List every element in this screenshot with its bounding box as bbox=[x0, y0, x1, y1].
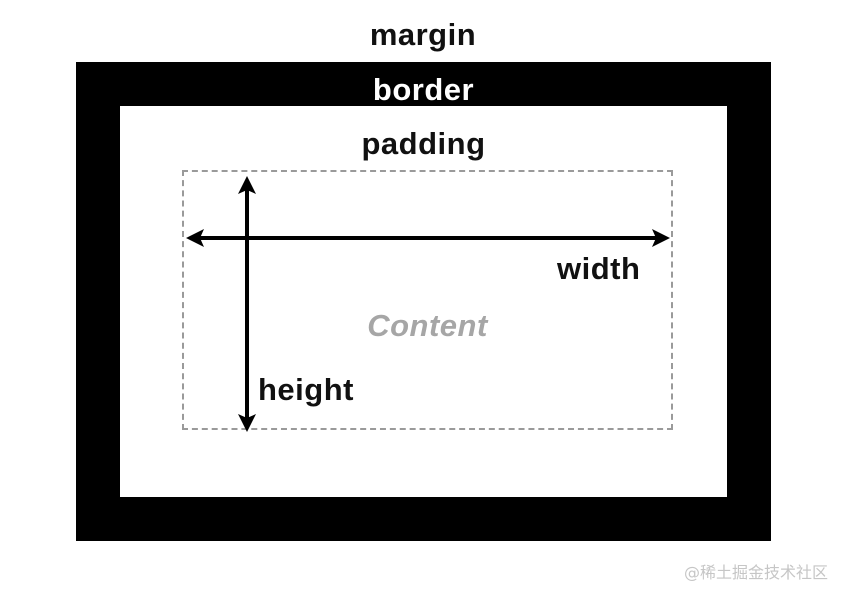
padding-label: padding bbox=[361, 126, 486, 161]
border-label: border bbox=[372, 72, 475, 107]
content-area: Content bbox=[182, 170, 673, 430]
width-label: width bbox=[557, 251, 641, 286]
content-label: Content bbox=[367, 308, 488, 343]
height-label: height bbox=[258, 372, 354, 407]
watermark-text: @稀土掘金技术社区 bbox=[683, 563, 828, 582]
margin-label: margin bbox=[369, 17, 477, 52]
